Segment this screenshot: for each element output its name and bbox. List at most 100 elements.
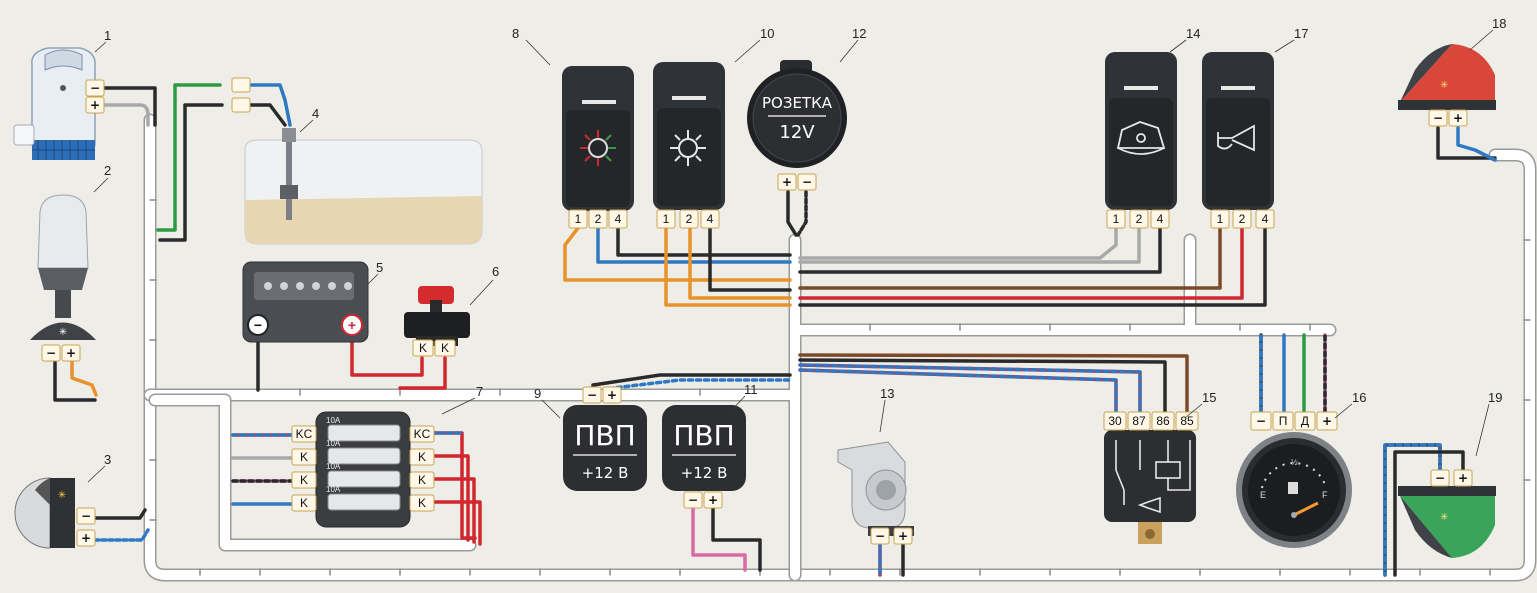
socket-minus-pin: − (802, 175, 812, 189)
sw14-pin2: 2 (1136, 212, 1143, 226)
horn-plus-pin: + (898, 529, 908, 543)
relay-pin-30: 30 (1108, 414, 1122, 428)
converter-9-terminals: − + (582, 386, 622, 404)
wires (53, 83, 1497, 577)
label-5: 5 (376, 260, 383, 275)
converter-11-minus: − (688, 493, 698, 507)
fuse-left-k3: K (300, 496, 308, 510)
label-3: 3 (104, 452, 111, 467)
side-light-icon-starboard: ✳ (1440, 512, 1448, 523)
gauge-terminals: − П Д + (1250, 411, 1338, 431)
battery-minus-terminal: − (254, 317, 262, 333)
sw8-pin2: 2 (595, 212, 602, 226)
converter-9: ПВП +12 В (563, 405, 647, 491)
sw8-pin1: 1 (575, 212, 582, 226)
port-light-terminals: − + (1428, 109, 1468, 127)
pump-switch-pins: 1 2 4 (1106, 209, 1170, 229)
side-light-icon-port: ✳ (1440, 80, 1448, 91)
relay-pin-87: 87 (1132, 414, 1146, 428)
converter-9-minus: − (587, 388, 597, 402)
mast-light-plus-pin: + (66, 346, 76, 360)
label-9: 9 (534, 386, 541, 401)
horn-terminals: − + (870, 527, 913, 545)
gauge-d-pin: Д (1301, 414, 1309, 428)
anchor-light-switch-pins: 1 2 4 (656, 209, 720, 229)
converter-11-terminals: − + (683, 491, 723, 509)
mast-light-minus-pin: − (46, 346, 56, 360)
gauge-full-label: F (1322, 490, 1328, 500)
bilge-pump (13, 47, 96, 160)
socket-title: РОЗЕТКА (762, 94, 833, 112)
label-19: 19 (1488, 390, 1502, 405)
relay-terminals: 30 87 86 85 (1103, 411, 1199, 431)
sw10-pin2: 2 (686, 212, 693, 226)
stern-light-plus-pin: + (81, 531, 91, 545)
nav-light-switch (562, 66, 634, 211)
sw17-pin1: 1 (1217, 212, 1224, 226)
nav-light-switch-pins: 1 2 4 (568, 209, 628, 229)
label-4: 4 (312, 106, 319, 121)
pump-minus-pin: − (90, 81, 100, 95)
relay-pin-85: 85 (1180, 414, 1194, 428)
label-14: 14 (1186, 26, 1200, 41)
mast-light: ✳ (30, 194, 96, 340)
sw14-pin1: 1 (1113, 212, 1120, 226)
battery-switch-terminals: K K (412, 339, 456, 357)
fuse-box: 10A 10A 10A 10A (315, 411, 411, 528)
fuse-right-kc: KC (414, 427, 431, 441)
starboard-light-plus: + (1458, 471, 1468, 485)
stern-light-icon: ✳ (58, 490, 66, 501)
port-side-light: ✳ (1398, 44, 1496, 110)
anchor-light-switch (653, 62, 725, 210)
stern-light-minus-pin: − (81, 509, 91, 523)
fuel-tank (231, 77, 483, 245)
starboard-side-light: ✳ (1398, 486, 1496, 558)
label-16: 16 (1352, 390, 1366, 405)
label-12: 12 (852, 26, 866, 41)
light-symbol-icon: ✳ (59, 327, 67, 338)
socket-terminals: + − (777, 173, 817, 191)
sw14-pin4: 4 (1157, 212, 1164, 226)
nav-lights-icon (580, 130, 616, 166)
sw17-pin4: 4 (1262, 212, 1269, 226)
relay-schematic-icon (1115, 440, 1191, 514)
label-15: 15 (1202, 390, 1216, 405)
port-light-plus: + (1453, 111, 1463, 125)
label-6: 6 (492, 264, 499, 279)
battery: − + (242, 261, 369, 343)
fuse-1-rating: 10A (326, 416, 341, 425)
socket-12v: РОЗЕТКА 12V (747, 60, 847, 168)
pump-terminals: − + (85, 79, 105, 114)
mast-light-terminals: − + (41, 344, 81, 362)
battery-switch (404, 286, 470, 346)
gauge-p-pin: П (1279, 414, 1288, 428)
label-1: 1 (104, 28, 111, 43)
fuse-right-k1: K (418, 450, 426, 464)
harness (143, 113, 1537, 582)
stern-light: ✳ (14, 477, 75, 549)
sw8-pin4: 4 (615, 212, 622, 226)
horn-minus-pin: − (875, 529, 885, 543)
fuse-2-rating: 10A (326, 439, 341, 448)
fuse-left-kc: KC (296, 427, 313, 441)
bilge-pump-icon (1116, 121, 1166, 155)
fuse-3-rating: 10A (326, 462, 341, 471)
horn-icon (1217, 124, 1255, 152)
fuse-right-k3: K (418, 496, 426, 510)
label-17: 17 (1294, 26, 1308, 41)
sw17-pin2: 2 (1239, 212, 1246, 226)
fuse-box-terminals: KC K K K KC K K K (291, 425, 435, 512)
battery-plus-terminal: + (348, 317, 356, 333)
pump-switch (1105, 52, 1177, 210)
converter-9-title: ПВП (574, 419, 635, 452)
pump-plus-pin: + (90, 98, 100, 112)
horn-switch-pins: 1 2 4 (1210, 209, 1275, 229)
converter-11-plus: + (708, 493, 718, 507)
sw10-pin1: 1 (663, 212, 670, 226)
gauge-empty-label: E (1260, 490, 1266, 500)
stern-light-terminals: − + (76, 507, 96, 547)
battery-switch-k1: K (419, 341, 427, 355)
fuse-left-k2: K (300, 473, 308, 487)
